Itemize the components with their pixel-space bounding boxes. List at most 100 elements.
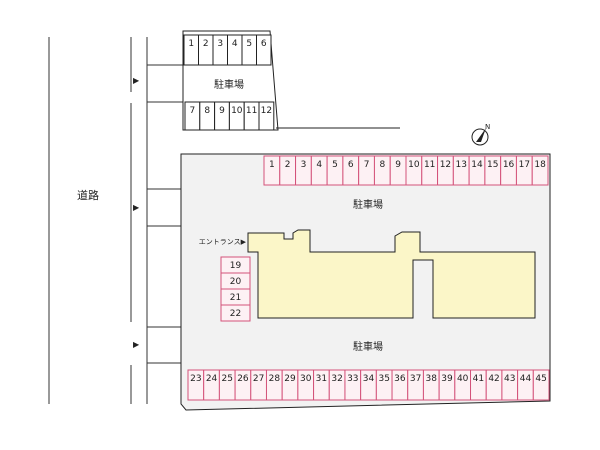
parking-space-number: 18 — [534, 160, 546, 170]
parking-space-number: 10 — [231, 106, 243, 116]
parking-space-number: 36 — [394, 374, 406, 384]
main-lot-space: 2 — [279, 155, 297, 186]
main-lot-space: 39 — [438, 369, 456, 401]
main-lot-space: 18 — [531, 155, 549, 186]
main-lot-space: 16 — [500, 155, 517, 186]
main-lot-space: 26 — [234, 369, 252, 401]
entry-arrow-1: ▶ — [133, 76, 140, 85]
top-lot-space: 10 — [228, 101, 245, 131]
main-lot-space: 11 — [421, 155, 439, 186]
top-lot-space: 5 — [241, 34, 257, 66]
top-lot-space: 12 — [258, 101, 275, 131]
parking-space-number: 43 — [504, 374, 515, 384]
main-lot-space: 1 — [263, 155, 281, 186]
parking-space-number: 14 — [471, 160, 483, 170]
parking-space-number: 27 — [253, 374, 264, 384]
parking-space-number: 8 — [379, 160, 385, 170]
parking-space-number: 9 — [395, 160, 401, 170]
main-lot-space: 44 — [517, 369, 534, 401]
parking-space-number: 26 — [237, 374, 249, 384]
parking-space-number: 44 — [520, 374, 532, 384]
parking-space-number: 7 — [190, 106, 196, 116]
svg-text:▶: ▶ — [133, 340, 140, 349]
main-lot-space: 38 — [422, 369, 440, 401]
svg-text:N: N — [485, 123, 490, 131]
parking-space-number: 8 — [204, 106, 210, 116]
entry-arrow-2: ▶ — [133, 203, 140, 212]
main-lot-space: 20 — [220, 272, 251, 290]
walkway-lines — [130, 37, 183, 404]
north-compass-icon: N — [471, 123, 490, 146]
main-lot-space: 37 — [407, 369, 424, 401]
entry-arrow-3: ▶ — [133, 340, 140, 349]
main-lot-space: 23 — [187, 369, 205, 401]
building — [247, 229, 536, 319]
parking-space-number: 4 — [232, 39, 238, 49]
parking-space-number: 15 — [487, 160, 498, 170]
parking-space-number: 38 — [426, 374, 438, 384]
parking-space-number: 4 — [316, 160, 322, 170]
parking-space-number: 35 — [378, 374, 389, 384]
parking-space-number: 39 — [441, 374, 453, 384]
main-lot-space: 17 — [515, 155, 533, 186]
parking-space-number: 40 — [457, 374, 469, 384]
top-lot-label: 駐車場 — [214, 78, 244, 91]
svg-text:▶: ▶ — [133, 76, 140, 85]
entrance-label: エントランス▶ — [199, 238, 247, 246]
main-lot-space: 40 — [454, 369, 472, 401]
main-lot-space: 32 — [328, 369, 346, 401]
main-lot-space: 24 — [203, 369, 220, 401]
parking-space-number: 23 — [190, 374, 201, 384]
parking-space-number: 31 — [316, 374, 327, 384]
top-lot-space: 4 — [227, 34, 243, 66]
parking-space-number: 32 — [331, 374, 342, 384]
main-lot-space: 8 — [373, 155, 391, 186]
parking-space-number: 6 — [348, 160, 354, 170]
parking-space-number: 11 — [424, 160, 435, 170]
top-lot-space: 11 — [243, 101, 260, 131]
parking-space-number: 29 — [284, 374, 296, 384]
main-lot-space: 43 — [501, 369, 519, 401]
main-lot-space: 10 — [405, 155, 423, 186]
main-lot-bottom-label: 駐車場 — [353, 340, 383, 353]
parking-space-number: 45 — [535, 374, 546, 384]
main-lot-space: 36 — [391, 369, 409, 401]
parking-space-number: 9 — [219, 106, 225, 116]
main-lot-space: 15 — [484, 155, 502, 186]
parking-space-number: 5 — [246, 39, 252, 49]
parking-space-number: 16 — [503, 160, 515, 170]
parking-space-number: 20 — [230, 277, 242, 287]
top-lot-space: 7 — [184, 101, 201, 131]
main-lot-space: 14 — [468, 155, 486, 186]
parking-space-number: 17 — [519, 160, 530, 170]
parking-space-number: 1 — [269, 160, 275, 170]
parking-space-number: 1 — [188, 39, 194, 49]
main-lot-space: 3 — [295, 155, 312, 186]
parking-space-number: 28 — [269, 374, 281, 384]
top-lot-space: 6 — [256, 34, 272, 66]
parking-space-number: 3 — [217, 39, 223, 49]
main-lot-space: 29 — [281, 369, 299, 401]
main-lot-space: 12 — [437, 155, 454, 186]
top-lot-space: 9 — [214, 101, 230, 131]
parking-space-number: 22 — [230, 309, 241, 319]
parking-space-number: 33 — [347, 374, 358, 384]
main-lot-space: 13 — [452, 155, 470, 186]
top-lot-space: 8 — [199, 101, 216, 131]
main-lot-space: 45 — [532, 369, 550, 401]
svg-text:▶: ▶ — [133, 203, 140, 212]
main-lot-space: 4 — [310, 155, 328, 186]
parking-space-number: 10 — [408, 160, 420, 170]
main-lot-space: 30 — [297, 369, 315, 401]
parking-space-number: 13 — [455, 160, 466, 170]
parking-space-number: 2 — [203, 39, 209, 49]
parking-space-number: 37 — [410, 374, 421, 384]
parking-space-number: 21 — [230, 293, 241, 303]
parking-space-number: 42 — [488, 374, 499, 384]
